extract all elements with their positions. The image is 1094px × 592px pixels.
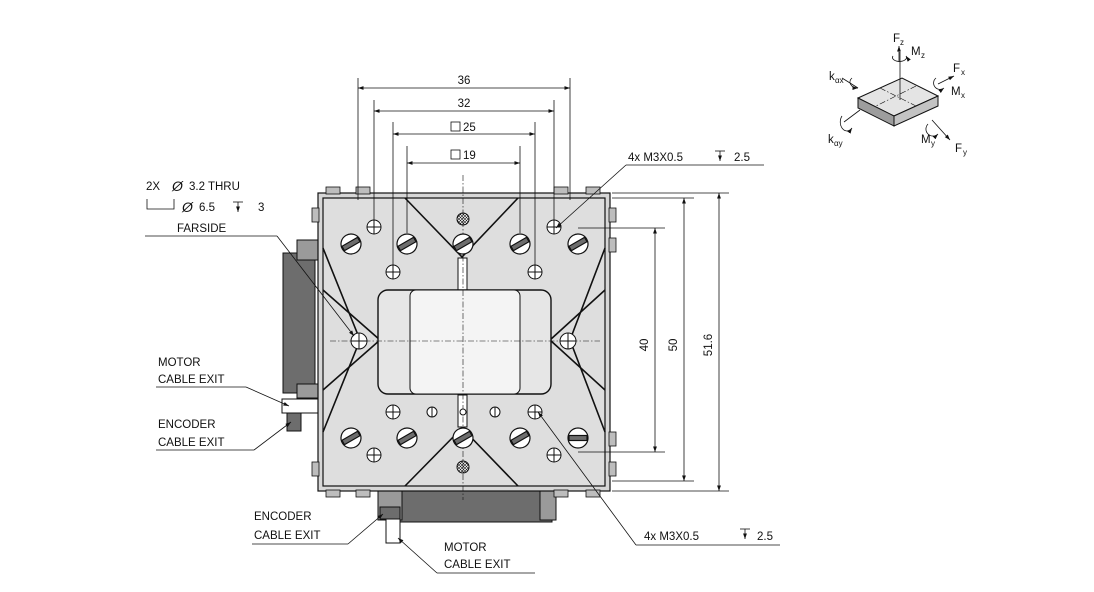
svg-text:4x M3X0.5: 4x M3X0.5	[628, 152, 683, 164]
svg-text:3.2 THRU: 3.2 THRU	[189, 181, 240, 193]
center-lines	[330, 175, 600, 500]
svg-text:4x M3X0.5: 4x M3X0.5	[644, 531, 699, 543]
svg-text:CABLE EXIT: CABLE EXIT	[254, 530, 320, 542]
top-hole-callout: 4x M3X0.5 2.5	[555, 150, 764, 229]
svg-text:k: k	[828, 134, 834, 146]
svg-text:ENCODER: ENCODER	[254, 511, 312, 523]
svg-text:M: M	[911, 46, 921, 58]
svg-text:z: z	[921, 51, 925, 60]
svg-text:CABLE EXIT: CABLE EXIT	[444, 559, 510, 571]
bottom-motor-cable-exit	[385, 518, 401, 544]
diameter-symbol: Ø	[171, 178, 184, 194]
svg-text:z: z	[900, 38, 904, 47]
left-encoder-cable-callout: ENCODER CABLE EXIT	[156, 419, 292, 451]
bottom-motor-cable-callout: MOTOR CABLE EXIT	[397, 537, 535, 574]
dim-32: 32	[458, 98, 471, 110]
svg-text:y: y	[963, 148, 967, 157]
svg-text:F: F	[955, 143, 962, 155]
axes-icon: F z M z F x M x k αx k αy M y F y	[828, 33, 967, 157]
top-dimensions: 36 32 25 19	[357, 75, 571, 265]
stage-body	[281, 186, 617, 544]
svg-text:αy: αy	[834, 139, 843, 148]
dim-36: 36	[458, 75, 471, 87]
svg-text:19: 19	[463, 150, 476, 162]
dim-50: 50	[668, 339, 680, 352]
farside-label: FARSIDE	[177, 223, 227, 235]
right-dimensions: 40 50 51.6	[578, 192, 729, 492]
svg-text:MOTOR: MOTOR	[444, 542, 487, 554]
dim-40: 40	[639, 339, 651, 352]
dim-square-25: 25	[450, 121, 476, 134]
bottom-hole-callout: 4x M3X0.5 2.5	[537, 411, 780, 546]
bottom-encoder-cable-exit	[379, 506, 401, 520]
left-motor-cable-callout: MOTOR CABLE EXIT	[156, 357, 290, 407]
tapped-holes	[350, 219, 577, 463]
svg-text:F: F	[953, 63, 960, 75]
svg-text:2X: 2X	[146, 181, 160, 193]
svg-text:ENCODER: ENCODER	[158, 419, 216, 431]
bottom-motor-housing	[393, 487, 553, 523]
svg-text:x: x	[961, 91, 965, 100]
svg-text:CABLE EXIT: CABLE EXIT	[158, 437, 224, 449]
left-motor-cable-exit	[281, 398, 319, 414]
svg-text:2.5: 2.5	[734, 152, 750, 164]
svg-text:F: F	[893, 33, 900, 45]
svg-text:Ø: Ø	[181, 199, 194, 215]
bottom-encoder-cable-callout: ENCODER CABLE EXIT	[252, 511, 384, 545]
svg-text:x: x	[961, 68, 965, 77]
dim-51-6: 51.6	[703, 334, 715, 356]
left-encoder-cable-exit	[286, 412, 302, 432]
svg-text:25: 25	[463, 122, 476, 134]
svg-text:CABLE EXIT: CABLE EXIT	[158, 374, 224, 386]
screws	[340, 233, 589, 449]
left-motor-housing	[282, 252, 316, 394]
dim-square-19: 19	[450, 149, 476, 162]
svg-text:M: M	[951, 86, 961, 98]
svg-text:αx: αx	[835, 76, 844, 85]
svg-text:M: M	[921, 134, 931, 146]
svg-text:2.5: 2.5	[757, 531, 773, 543]
thru-hole-callout: 2X Ø 3.2 THRU Ø 6.5 3 FARSIDE	[145, 178, 355, 337]
svg-text:6.5: 6.5	[199, 202, 215, 214]
svg-text:k: k	[829, 71, 835, 83]
svg-text:3: 3	[258, 202, 264, 214]
svg-text:MOTOR: MOTOR	[158, 357, 201, 369]
svg-text:y: y	[931, 139, 935, 148]
